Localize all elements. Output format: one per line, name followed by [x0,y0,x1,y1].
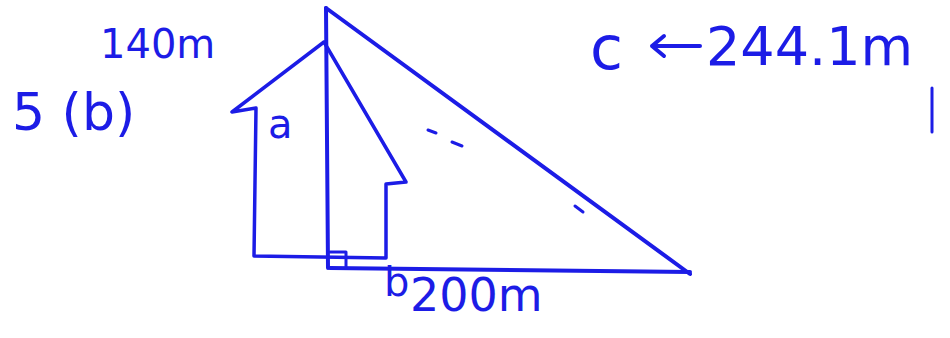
tick-marks [428,130,462,146]
side-label: c [590,18,623,78]
leader-arrow [652,36,700,56]
tick-marks [575,206,583,212]
dimension-label: 200m [410,272,543,318]
side-label: a [268,104,293,144]
question-number: 5 (b) [12,86,135,138]
dimension-label: 244.1m [706,20,913,74]
edge-stroke [931,88,934,132]
right-angle-mark [330,252,346,268]
house-outline [232,42,406,258]
dimension-label: 140m [100,24,215,64]
side-label: b [384,262,409,302]
